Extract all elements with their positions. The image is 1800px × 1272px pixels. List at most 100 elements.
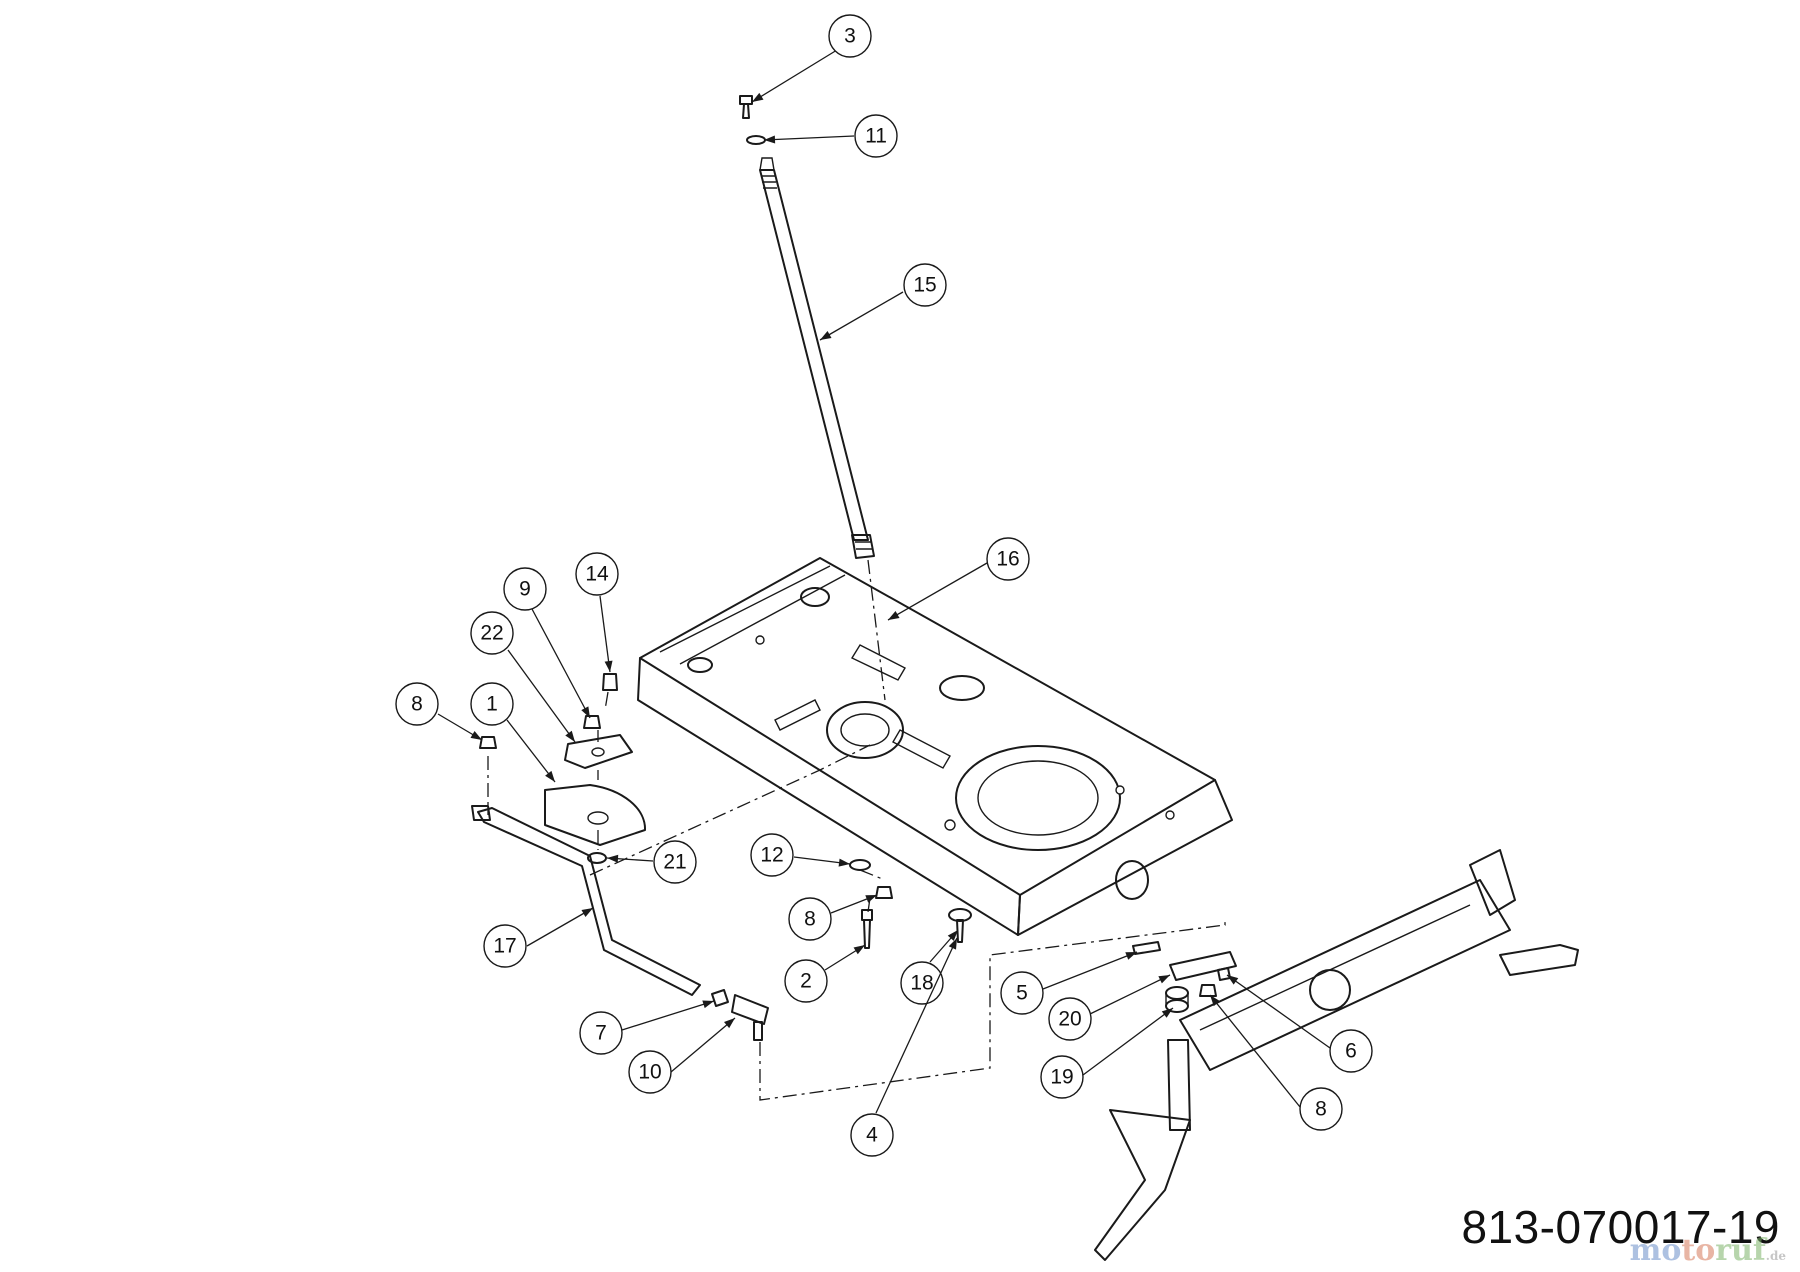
callout-circle <box>395 682 439 726</box>
callout-leader-line <box>506 719 556 783</box>
callout-7: 7 <box>579 1000 715 1055</box>
callout-17: 17 <box>483 907 594 968</box>
callout-label: 8 <box>804 908 816 931</box>
callout-circle <box>1048 997 1092 1041</box>
callout-arrowhead <box>1210 995 1221 1007</box>
callout-circle <box>483 924 527 968</box>
ball-joint-10-part <box>731 994 769 1041</box>
callout-label: 17 <box>493 935 516 958</box>
callout-arrowhead <box>853 945 865 955</box>
callout-label: 4 <box>866 1124 878 1147</box>
callout-leader-line <box>670 1017 736 1073</box>
front-axle-part <box>1179 849 1516 1071</box>
callout-arrowhead <box>1125 952 1137 960</box>
callout-2: 2 <box>784 944 866 1003</box>
gear-plate-part <box>564 734 633 769</box>
callout-14: 14 <box>575 552 619 673</box>
callout-18: 18 <box>900 929 959 1005</box>
callout-label: 11 <box>865 125 887 148</box>
callout-label: 1 <box>486 693 498 716</box>
callout-8b: 8 <box>788 894 878 941</box>
nut-8b-part <box>875 886 893 899</box>
callout-circle <box>1299 1087 1343 1131</box>
callout-arrowhead <box>1158 975 1170 984</box>
callout-arrowhead <box>565 730 575 742</box>
callout-leader-line <box>507 649 576 743</box>
alignment-lines <box>487 559 1226 1101</box>
flange-nut-9-part <box>583 715 601 729</box>
callout-5: 5 <box>1000 951 1138 1015</box>
callout-circle <box>503 567 547 611</box>
callout-leader-line <box>763 135 855 141</box>
callout-leader-line <box>751 49 838 103</box>
callout-arrowhead <box>1161 1008 1173 1018</box>
callout-label: 16 <box>996 548 1019 571</box>
callout-16: 16 <box>887 537 1030 621</box>
callout-label: 10 <box>638 1061 661 1084</box>
callout-label: 7 <box>595 1022 607 1045</box>
callout-circle <box>470 682 514 726</box>
callout-arrowhead <box>702 1000 714 1009</box>
callout-circle <box>828 14 872 58</box>
bolt-14-part <box>602 673 618 691</box>
callout-circle <box>986 537 1030 581</box>
callout-21: 21 <box>606 840 697 884</box>
shaft-bolt-part <box>739 95 753 119</box>
callout-4: 4 <box>850 937 958 1157</box>
bushing-18-part <box>948 908 972 943</box>
callout-circle <box>470 611 514 655</box>
callout-circle <box>1040 1055 1084 1099</box>
callout-leader-line <box>526 907 594 947</box>
callout-label: 15 <box>913 274 936 297</box>
callout-circle <box>628 1050 672 1094</box>
steering-arm-5-part <box>1132 941 1161 955</box>
callout-22: 22 <box>470 611 576 743</box>
callout-label: 8 <box>1315 1098 1327 1121</box>
callout-leader-line <box>599 595 611 673</box>
callout-circle <box>579 1011 623 1055</box>
callout-label: 22 <box>480 622 503 645</box>
shaft-washer-part <box>746 135 766 145</box>
jam-nut-7-part <box>711 989 729 1007</box>
sector-gear-part <box>544 784 647 846</box>
callout-arrowhead <box>581 706 590 718</box>
callout-arrowhead <box>604 660 613 672</box>
callout-arrowhead <box>865 895 877 903</box>
callout-11: 11 <box>763 114 898 158</box>
callout-9: 9 <box>503 567 591 719</box>
callout-label: 6 <box>1345 1040 1357 1063</box>
callout-circle <box>784 959 828 1003</box>
callout-leader-line <box>1089 974 1171 1015</box>
callout-label: 5 <box>1016 982 1028 1005</box>
callout-arrowhead <box>545 770 555 782</box>
callout-1: 1 <box>470 682 556 783</box>
callout-leader-line <box>1226 974 1331 1049</box>
callout-label: 19 <box>1050 1066 1073 1089</box>
callout-arrowhead <box>1227 975 1239 985</box>
callout-circle <box>788 897 832 941</box>
right-spindle-part <box>1499 944 1579 976</box>
callout-15: 15 <box>819 263 947 341</box>
callout-arrowhead <box>724 1018 735 1029</box>
drag-link-part <box>471 805 701 996</box>
callout-leader-line <box>1209 994 1301 1108</box>
callout-circle <box>1000 971 1044 1015</box>
steering-shaft-part <box>759 157 875 559</box>
callout-20: 20 <box>1048 974 1171 1041</box>
callout-circle <box>575 552 619 596</box>
bolt-6-part <box>1217 967 1231 981</box>
callout-leader-line <box>1082 1007 1174 1076</box>
callout-8a: 8 <box>395 682 483 741</box>
link-20-part <box>1169 951 1237 981</box>
callout-label: 21 <box>663 851 686 874</box>
callout-arrowhead <box>947 930 958 941</box>
watermark-domain: .de <box>1765 1249 1786 1263</box>
bolt-2-part <box>861 909 873 949</box>
callout-label: 14 <box>585 563 609 586</box>
callout-arrowhead <box>470 730 482 740</box>
callout-label: 2 <box>800 970 812 993</box>
callout-circle <box>850 1113 894 1157</box>
drawing-number: 813-070017-19 <box>1461 1201 1780 1253</box>
